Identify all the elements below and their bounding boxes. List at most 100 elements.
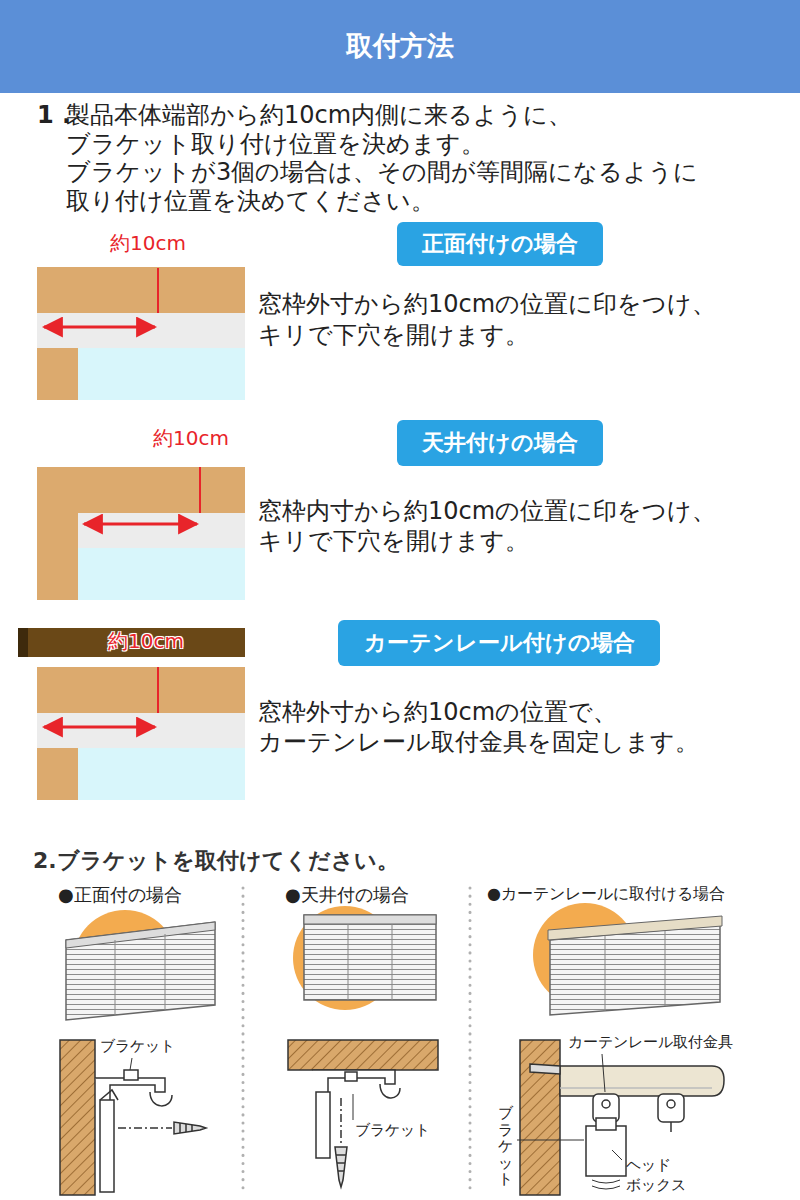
instruction-text: ブラケットが3個の場合は、その間が等間隔になるように bbox=[66, 158, 698, 187]
ceiling-mount-frame-part bbox=[37, 467, 245, 513]
instruction-text: 約10cm bbox=[110, 231, 186, 255]
blind-icon-part bbox=[66, 922, 215, 948]
instruction-text: ブラケット取り付け位置を決めます。 bbox=[66, 130, 485, 159]
blind-icon bbox=[66, 903, 722, 1020]
ceiling-bracket-detail-part bbox=[353, 1094, 354, 1120]
blind-icon-part bbox=[115, 940, 116, 1015]
front-bracket-detail bbox=[60, 1040, 206, 1195]
front-bracket-detail-part bbox=[100, 1090, 118, 1100]
ceiling-bracket-detail-part bbox=[312, 1070, 395, 1092]
ceiling-bracket-detail-part bbox=[316, 1092, 330, 1158]
header-bar bbox=[0, 0, 800, 93]
blind-icon-part bbox=[665, 931, 666, 1006]
front-mount-frame-part bbox=[157, 268, 159, 313]
pill-label: 正面付けの場合 bbox=[422, 229, 578, 259]
ceiling-mount-frame-part bbox=[37, 513, 78, 600]
rail-bracket-detail-part bbox=[520, 1040, 560, 1195]
rail-bracket-detail-part bbox=[586, 1126, 626, 1176]
ceiling-bracket-detail-part bbox=[340, 1098, 342, 1145]
rail-bracket-detail-part bbox=[612, 1150, 622, 1160]
instruction-text: 約10cm bbox=[108, 629, 184, 653]
section-heading: ●カーテンレールに取付ける場合 bbox=[487, 884, 725, 903]
rail-mount-frame-part bbox=[18, 628, 245, 657]
part-label: カーテンレール取付金具 bbox=[568, 1033, 733, 1051]
section-heading: ●正面付の場合 bbox=[58, 884, 182, 906]
ceiling-mount-frame-part bbox=[78, 548, 245, 600]
blind-icon-part bbox=[548, 916, 722, 940]
instruction-text: カーテンレール取付金具を固定します。 bbox=[258, 728, 699, 757]
instruction-text: キリで下穴を開けます。 bbox=[258, 527, 529, 556]
instruction-text: 窓枠内寸から約10cmの位置に印をつけ、 bbox=[258, 497, 716, 526]
front-bracket-detail-part bbox=[124, 1070, 138, 1080]
ceiling-mount-frame-part bbox=[78, 513, 245, 548]
rail-bracket-detail-part bbox=[596, 1118, 616, 1130]
rail-bracket-detail-part bbox=[517, 1140, 584, 1141]
front-bracket-detail-part bbox=[130, 1058, 132, 1070]
rail-bracket-detail-part bbox=[670, 1122, 672, 1132]
blind-icon-part bbox=[304, 915, 436, 1000]
part-label: ブラケット bbox=[355, 1121, 430, 1139]
section-heading: ●天井付の場合 bbox=[285, 884, 409, 906]
ceiling-bracket-detail-part bbox=[288, 1040, 438, 1070]
section-pill: カーテンレール付けの場合 bbox=[338, 620, 660, 666]
ceiling-bracket-detail-part bbox=[337, 1162, 345, 1164]
rail-mount-frame-part bbox=[37, 667, 245, 713]
part-label: ブラケット bbox=[498, 1105, 513, 1188]
rail-bracket-detail-part bbox=[560, 1066, 724, 1096]
instruction-text: 約10cm bbox=[153, 426, 229, 450]
section-heading: 2.ブラケットを取付けてください。 bbox=[33, 848, 399, 874]
rail-mount-frame-part bbox=[44, 726, 155, 729]
rail-mount-frame-part bbox=[157, 667, 159, 713]
rail-bracket-detail-part bbox=[602, 1054, 605, 1092]
front-mount-frame-part bbox=[37, 348, 78, 400]
blind-icon-part bbox=[550, 925, 720, 1015]
page-title: 取付方法 bbox=[346, 30, 454, 62]
rail-mount-frame-part bbox=[37, 713, 245, 748]
part-label: ブラケット bbox=[100, 1037, 175, 1055]
ceiling-bracket-detail-part bbox=[380, 1084, 400, 1098]
front-bracket-detail-part bbox=[60, 1040, 95, 1195]
rail-bracket-detail-part bbox=[602, 1100, 610, 1108]
rail-bracket-detail-part bbox=[560, 1087, 712, 1089]
section-pill: 正面付けの場合 bbox=[397, 222, 603, 266]
rail-bracket-detail-part bbox=[658, 1094, 684, 1122]
front-mount-frame bbox=[37, 267, 245, 400]
ceiling-bracket-detail-part bbox=[338, 1170, 344, 1172]
front-mount-frame-part bbox=[37, 313, 245, 348]
instruction-text: 窓枠外寸から約10cmの位置に印をつけ、 bbox=[258, 290, 716, 319]
ceiling-bracket-detail-part bbox=[345, 1072, 357, 1081]
dotted-separator-part bbox=[469, 888, 472, 1195]
instruction-text: 窓枠外寸から約10cmの位置で、 bbox=[258, 698, 617, 727]
instruction-text: キリで下穴を開けます。 bbox=[258, 321, 529, 350]
rail-mount-frame bbox=[18, 628, 245, 800]
rail-bracket-detail-part bbox=[667, 1100, 675, 1108]
part-label: ヘッド bbox=[626, 1156, 671, 1174]
pill-label: カーテンレール付けの場合 bbox=[364, 628, 635, 658]
ceiling-mount-frame bbox=[37, 467, 245, 600]
section-pill: 天井付けの場合 bbox=[397, 420, 603, 466]
ceiling-mount-frame-part bbox=[84, 523, 197, 526]
front-mount-frame-part bbox=[78, 348, 245, 400]
instruction-text: 製品本体端部から約10cm内側に来るように、 bbox=[66, 101, 572, 130]
rail-mount-frame-part bbox=[78, 748, 245, 800]
front-bracket-detail-part bbox=[118, 1127, 172, 1129]
blind-icon-part bbox=[304, 915, 436, 924]
rail-bracket-detail-part bbox=[530, 1064, 560, 1074]
blind-icon-part bbox=[392, 924, 393, 1000]
front-mount-frame-part bbox=[37, 267, 245, 313]
front-bracket-detail-part bbox=[174, 1122, 206, 1134]
blind-icon-part bbox=[165, 934, 166, 1010]
blind-icon-part bbox=[66, 922, 215, 1020]
ceiling-bracket-detail-part bbox=[336, 1154, 346, 1156]
dotted-separator bbox=[243, 888, 470, 1195]
dotted-separator-part bbox=[242, 888, 245, 1195]
header-bar-part bbox=[0, 0, 800, 93]
ceiling-mount-frame-part bbox=[199, 467, 201, 513]
part-label: ボックス bbox=[626, 1176, 686, 1194]
blind-icon-part bbox=[605, 936, 606, 1011]
rail-bracket-detail bbox=[517, 1040, 724, 1195]
front-bracket-detail-part bbox=[150, 1092, 172, 1106]
rail-bracket-detail-part bbox=[592, 1180, 620, 1189]
front-bracket-detail-part bbox=[191, 1125, 193, 1131]
